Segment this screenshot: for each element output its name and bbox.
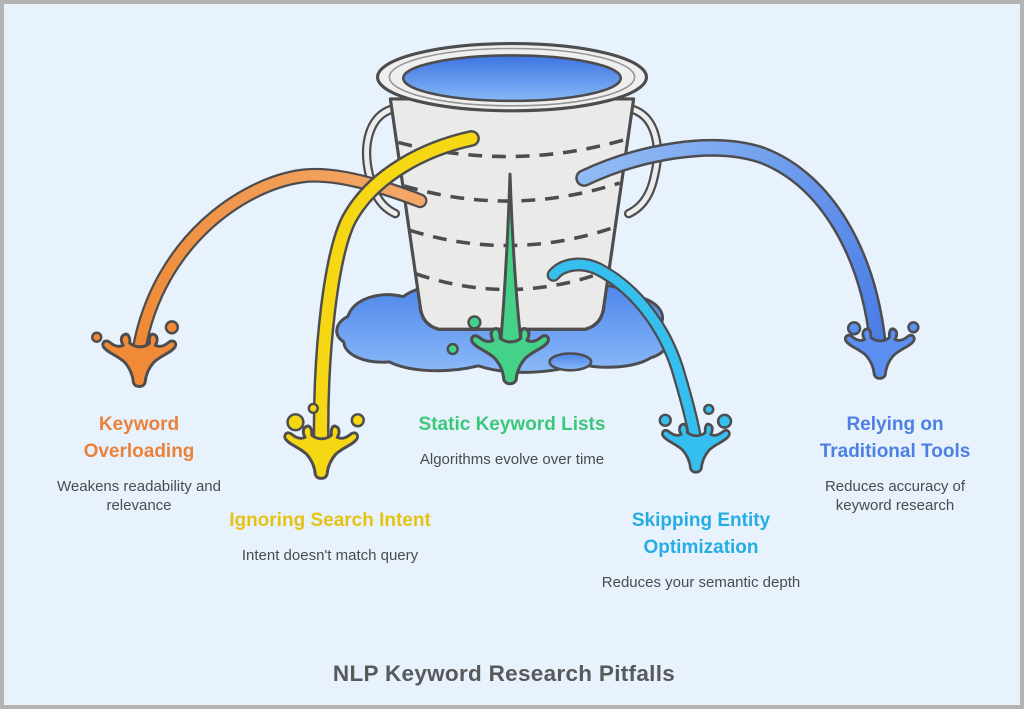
pitfall-desc-skipping-entity-optimization: Reduces your semantic depth — [601, 574, 801, 591]
pitfall-title-static-keyword-lists: Static Keyword Lists — [418, 414, 606, 435]
pitfall-title-skipping-entity-optimization: Skipping Entity Optimization — [631, 510, 771, 558]
bucket-handle-left — [362, 104, 401, 219]
yellow-leak — [312, 130, 480, 451]
pitfall-keyword-overloading: Keyword Overloading Weakens readability … — [44, 411, 234, 515]
pitfall-static-keyword-lists: Static Keyword Lists Algorithms evolve o… — [412, 411, 612, 469]
pitfall-desc-keyword-overloading: Weakens readability and relevance — [57, 478, 221, 514]
splash-droplets — [91, 320, 920, 432]
diagram-title: NLP Keyword Research Pitfalls — [332, 661, 676, 686]
pitfall-desc-relying-on-traditional-tools: Reduces accuracy of keyword research — [824, 478, 966, 514]
pitfall-title-keyword-overloading: Keyword Overloading — [83, 414, 195, 462]
green-drip-dot — [467, 315, 482, 330]
pitfall-desc-static-keyword-lists: Algorithms evolve over time — [419, 451, 605, 468]
blue-leak — [575, 139, 887, 353]
pitfall-skipping-entity-optimization: Skipping Entity Optimization Reduces you… — [596, 507, 806, 592]
puddle-drop-large — [548, 352, 593, 372]
pitfall-title-ignoring-search-intent: Ignoring Search Intent — [229, 510, 431, 531]
bucket-water — [401, 54, 623, 103]
pitfall-relying-on-traditional-tools: Relying on Traditional Tools Reduces acc… — [815, 411, 975, 515]
pitfall-ignoring-search-intent: Ignoring Search Intent Intent doesn't ma… — [225, 507, 435, 565]
leaking-bucket-illustration — [91, 41, 920, 480]
pitfall-title-relying-on-traditional-tools: Relying on Traditional Tools — [819, 414, 971, 462]
bucket-rim-inner-line — [388, 47, 636, 107]
pitfall-desc-ignoring-search-intent: Intent doesn't match query — [241, 547, 419, 564]
bucket-handle-right — [623, 104, 662, 219]
cyan-leak — [546, 257, 702, 444]
